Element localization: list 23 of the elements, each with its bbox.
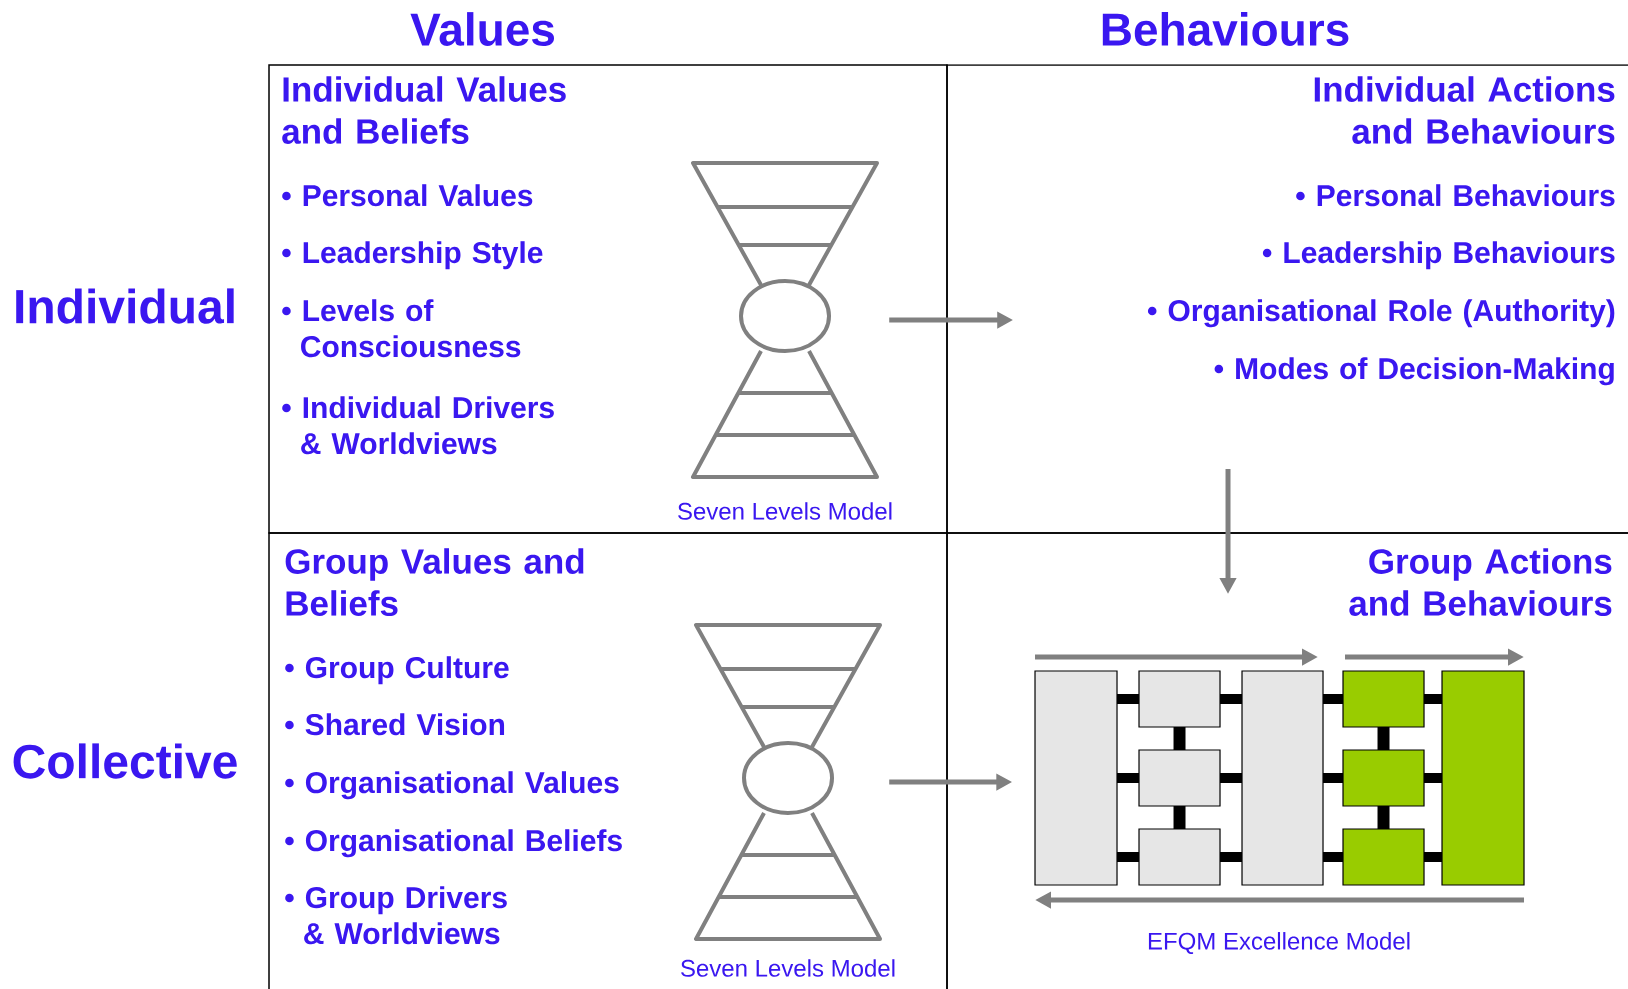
bullet-item: • Leadership Style bbox=[282, 241, 543, 270]
bullet-item: • Individual Drivers & Worldviews bbox=[282, 396, 554, 455]
quadrant-heading: Individual Values and Beliefs bbox=[282, 76, 566, 144]
picture-caption: EFQM Excellence Model bbox=[1148, 932, 1410, 954]
bullet-item: • Group Drivers & Worldviews bbox=[285, 886, 507, 945]
bullet-item: • Personal Behaviours bbox=[1296, 184, 1615, 207]
bullet-item: • Personal Values bbox=[282, 184, 533, 207]
picture-caption: Seven Levels Model bbox=[681, 959, 895, 977]
quadrant-heading: Individual Actions and Behaviours bbox=[1314, 76, 1615, 144]
column-heading: Values bbox=[410, 12, 554, 46]
picture-caption: Seven Levels Model bbox=[678, 502, 892, 520]
bullet-item: • Shared Vision bbox=[285, 713, 505, 736]
bullet-item: • Organisational Beliefs bbox=[285, 829, 622, 858]
bullet-item: • Leadership Behaviours bbox=[1262, 241, 1615, 270]
row-heading: Collective bbox=[13, 743, 237, 779]
quadrant-heading: Group Actions and Behaviours bbox=[1349, 548, 1612, 616]
bullet-item: • Levels of Consciousness bbox=[282, 299, 521, 358]
bullet-item: • Group Culture bbox=[285, 656, 509, 685]
quadrant-heading: Group Values and Beliefs bbox=[285, 548, 584, 616]
row-heading: Individual bbox=[16, 288, 234, 324]
bullet-item: • Organisational Values bbox=[285, 771, 619, 800]
bullet-item: • Modes of Decision-Making bbox=[1214, 357, 1614, 386]
bullet-item: • Organisational Role (Authority) bbox=[1147, 299, 1615, 328]
